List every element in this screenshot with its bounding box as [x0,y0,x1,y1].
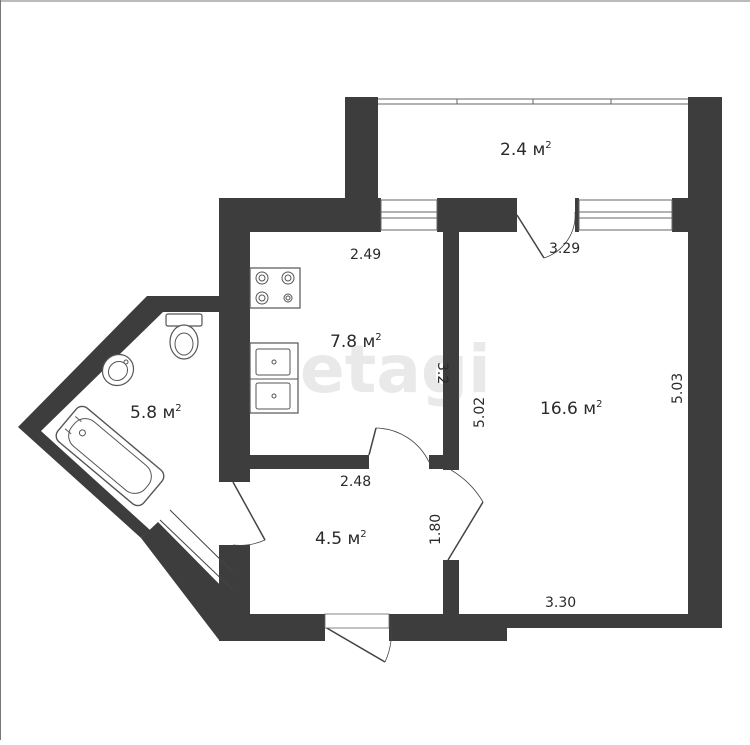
living-bottom-width-label: 3.30 [545,595,576,611]
kitchen-door [368,427,430,463]
balcony-area-label: 2.4 м2 [500,140,552,160]
bathroom-area-label: 5.8 м2 [130,403,182,423]
walls [18,97,722,641]
kitchen-window [380,199,438,231]
kitchen-depth-label: 3.2 [434,362,450,384]
wall-bottom-left [219,614,325,641]
bathtub-icon [55,405,165,507]
kitchen-width-label: 2.49 [350,247,381,263]
living-door [447,469,484,561]
living-window [578,199,673,231]
wall-bottom-right [459,614,722,628]
hallway-depth-label: 1.80 [428,514,444,545]
washbasin-icon [101,353,135,387]
wall-bathroom-bottom [141,522,233,640]
stove-icon [249,267,301,309]
living-room-area-label: 16.6 м2 [540,399,602,419]
wall-door-jamb [575,198,579,232]
living-right-depth-label: 5.03 [670,373,686,404]
wall-kitchen-left [219,198,250,482]
balcony-window [378,98,688,105]
bathroom-door [232,481,266,546]
wall-hall-living-lower [443,560,459,626]
toilet-icon [165,313,203,360]
watermark: etagi [300,331,491,408]
kitchen-area-label: 7.8 м2 [330,332,382,352]
entrance-door [324,613,392,663]
hallway-area-label: 4.5 м2 [315,529,367,549]
wall-bathroom-outer [18,296,219,538]
hallway-width-label: 2.48 [340,474,371,490]
wall-kitchen-hall [219,455,369,469]
kitchen-sink-icon [249,342,299,414]
bathroom-frame [159,509,234,591]
wall-kitchen-hall-right [429,455,459,469]
wall-right-outer [688,97,722,628]
wall-kitchen-living [443,198,459,470]
wall-top-right [672,198,692,232]
living-top-width-label: 3.29 [549,241,580,257]
balcony-door [516,211,576,259]
living-left-depth-label: 5.02 [472,397,488,428]
